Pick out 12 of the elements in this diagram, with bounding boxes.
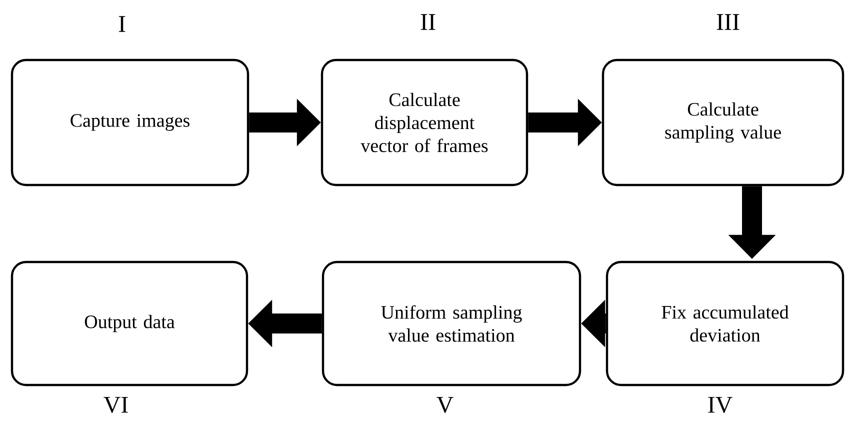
- process-box: Output data: [10, 260, 248, 386]
- step-numeral: IV: [708, 396, 732, 414]
- process-box: Capture images: [10, 58, 250, 186]
- process-box: Uniform sampling value estimation: [322, 260, 582, 386]
- step-numeral: III: [716, 14, 740, 30]
- process-box: Fix accumulated deviation: [606, 260, 844, 386]
- step-numeral: VI: [104, 396, 128, 414]
- process-box: Calculate displacement vector of frames: [320, 58, 528, 186]
- step-numeral: V: [436, 396, 454, 414]
- step-numeral: II: [420, 14, 436, 30]
- process-box: Calculate sampling value: [602, 58, 844, 186]
- step-numeral: I: [118, 16, 126, 32]
